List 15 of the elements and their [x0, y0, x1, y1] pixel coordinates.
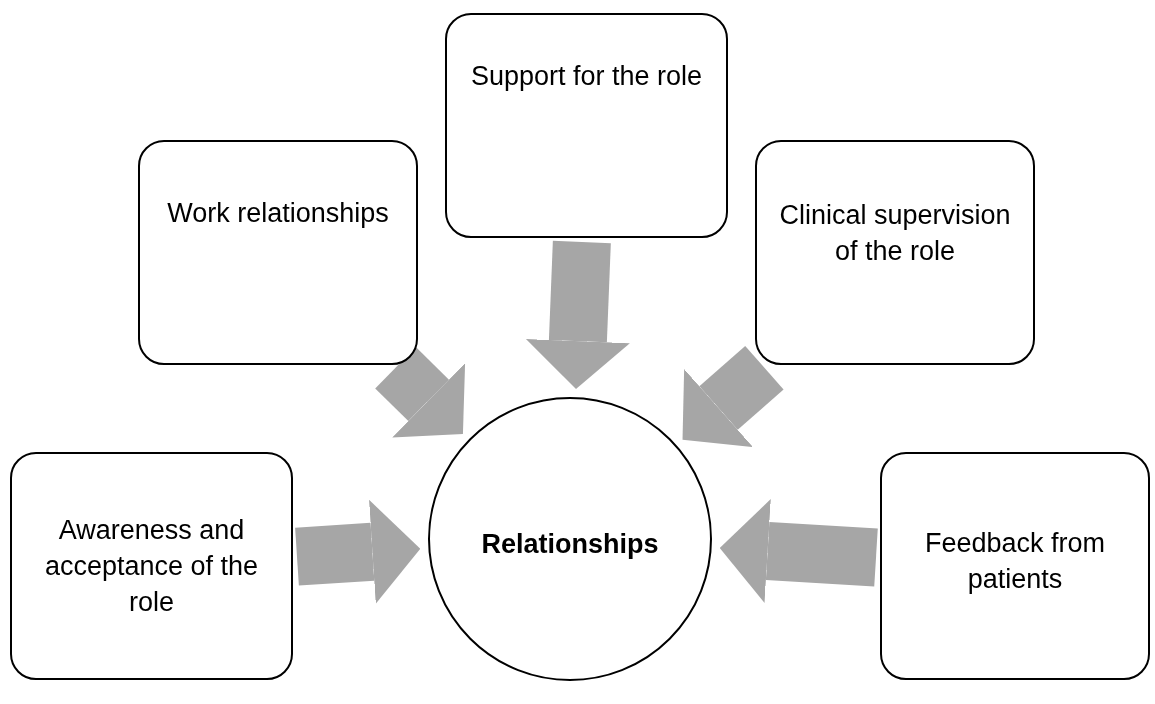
rounded-box [445, 13, 728, 238]
box-label: Feedback from patients [923, 527, 1107, 596]
rounded-box [880, 452, 1150, 680]
rounded-box [755, 140, 1035, 365]
box-label: Awareness and acceptance of the role [43, 514, 260, 619]
box-label: Support for the role [469, 59, 704, 93]
box-label: Clinical supervision of the role [778, 198, 1012, 268]
rounded-box [10, 452, 293, 680]
block-arrow [375, 347, 466, 438]
box-label: Work relationships [166, 196, 390, 230]
center-label: Relationships [480, 528, 660, 561]
rounded-box [138, 140, 418, 365]
block-arrow [525, 240, 630, 390]
block-arrow [719, 499, 878, 603]
block-arrow [682, 345, 784, 448]
